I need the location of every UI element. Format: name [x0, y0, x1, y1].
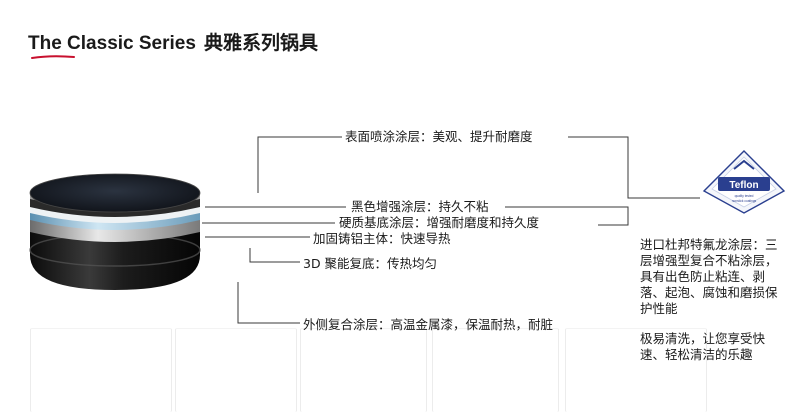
- svg-text:nonstick coatings: nonstick coatings: [732, 199, 757, 203]
- callout-3d-base: 3D 聚能复底：传热均匀: [303, 256, 438, 271]
- ghost-frame: [432, 328, 559, 412]
- callout-black-coating: 黑色增强涂层：持久不粘: [351, 199, 489, 214]
- line-surface: [257, 136, 342, 193]
- teflon-logo: Teflon quality tested nonstick coatings: [702, 150, 786, 214]
- ghost-frame: [300, 328, 427, 412]
- ghost-frame: [30, 328, 172, 412]
- ghost-frame: [175, 328, 297, 412]
- line-outer: [237, 282, 300, 324]
- teflon-desc-main: 进口杜邦特氟龙涂层：三层增强型复合不粘涂层，具有出色防止粘连、剥落、起泡、腐蚀和…: [640, 237, 778, 316]
- line-teflon-mid: [505, 206, 629, 226]
- callout-hard-base: 硬质基底涂层：增强耐磨度和持久度: [339, 215, 540, 230]
- teflon-description: 进口杜邦特氟龙涂层：三层增强型复合不粘涂层，具有出色防止粘连、剥落、起泡、腐蚀和…: [640, 237, 780, 363]
- pan-cross-section: [29, 173, 201, 290]
- teflon-logo-text: Teflon: [729, 180, 758, 191]
- svg-text:quality tested: quality tested: [735, 194, 754, 198]
- pan-top-surface: [30, 174, 200, 212]
- callout-surface-coating: 表面喷涂涂层：美观、提升耐磨度: [345, 129, 533, 144]
- line-teflon-top: [568, 136, 700, 199]
- title-chinese: 典雅系列锅具: [203, 32, 318, 54]
- pan-layer-hard: [30, 206, 200, 223]
- page-title: The Classic Series 典雅系列锅具: [28, 28, 318, 55]
- title-english: The Classic Series: [28, 33, 196, 54]
- title-underline-swoosh: [31, 55, 75, 59]
- callout-aluminum-body: 加固铸铝主体：快速导热: [313, 231, 451, 246]
- pan-outer-body: [30, 230, 200, 290]
- ghost-frame: [565, 328, 707, 412]
- teflon-desc-cleaning: 极易清洗，让您享受快速、轻松清洁的乐趣: [640, 331, 766, 362]
- pan-layer-blue: [30, 212, 200, 230]
- line-base: [249, 248, 300, 263]
- callout-outer-coating: 外侧复合涂层：高温金属漆，保温耐热，耐脏: [303, 317, 554, 332]
- pan-layer-black: [30, 198, 200, 217]
